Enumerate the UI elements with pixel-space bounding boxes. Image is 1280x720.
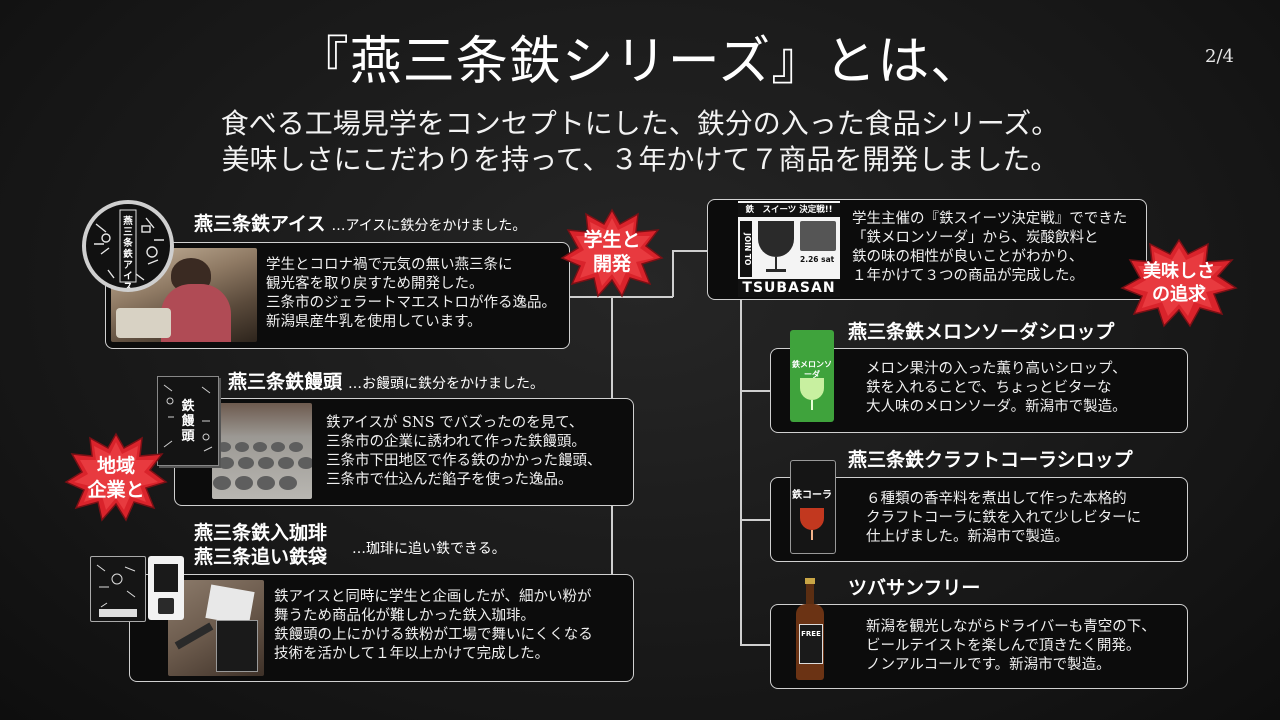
manju-pattern-icon [163,384,213,452]
manju-rows-icon [213,442,312,490]
beer-bottle: FREE [794,578,826,680]
melon-title: 燕三条鉄メロンソーダシロップ [848,321,1115,343]
ice-pattern-icon [94,209,164,283]
badge-local-company-line2: 企業と [87,479,145,501]
page-number: 2/4 [1205,46,1234,67]
ice-title: 燕三条鉄アイス …アイスに鉄分をかけました。 [194,212,526,238]
beer-info-box [770,604,1188,689]
cola-package: 鉄コーラ [786,460,838,554]
connector-center-h2 [672,250,708,252]
contest-poster-top: 鉄 スイーツ 決定戦!! [738,203,840,217]
subtitle-line-2: 美味しさにこだわりを持って、３年かけて７商品を開発しました。 [221,143,1059,176]
badge-student-dev-line2: 開発 [592,253,631,275]
melon-description: メロン果汁の入った薫り高いシロップ、 鉄を入れることで、ちょっとビターな 大人味… [866,361,1127,415]
manju-description: 鉄アイスが SNS でバズったのを見て、 三条市の企業に誘われて作った鉄饅頭。 … [326,415,602,488]
page-title: 『燕三条鉄シリーズ』とは、 [296,32,984,92]
contest-poster-bottom: TSUBASAN [738,279,840,297]
badge-student-dev-line1: 学生と [583,229,641,251]
burst-shape-icon [560,208,664,298]
connector-center-vertical [672,250,674,297]
badge-local-company: 地域 企業と [64,432,168,522]
ice-name: 燕三条鉄アイス [194,213,326,235]
badge-taste-pursuit: 美味しさ の追求 [1120,238,1238,328]
contest-poster-side: JOIN TO [740,221,752,277]
contest-glass-icon [758,221,794,257]
burst-shape-icon [64,432,168,522]
ice-package: 燕三条鉄アイス [82,200,174,292]
beer-description: 新潟を観光しながらドライバーも青空の下、 ビールテイストを楽しんで頂きたく開発。… [866,619,1156,673]
coffee-photo [168,580,264,676]
melon-package-label: 鉄メロンソーダ [792,360,832,379]
connector-beer [740,644,770,646]
coffee-name-line1: 燕三条鉄入珈琲 [194,522,328,544]
connector-center-h1 [611,296,673,298]
badge-taste-pursuit-line2: の追求 [1152,284,1206,305]
badge-taste-pursuit-line1: 美味しさ [1143,261,1215,282]
cola-package-label: 鉄コーラ [792,490,832,501]
manju-title: 燕三条鉄饅頭 …お饅頭に鉄分をかけました。 [228,370,544,396]
connector-melon [740,390,770,392]
cola-title: 燕三条鉄クラフトコーラシロップ [848,449,1133,471]
ice-tagline: …アイスに鉄分をかけました。 [331,218,527,234]
ice-description: 学生とコロナ禍で元気の無い燕三条に 観光客を取り戻すため開発した。 三条市のジェ… [266,257,556,330]
manju-package-label: 鉄饅頭 [181,399,195,444]
melon-package: 鉄メロンソーダ [786,330,838,422]
beer-label-text: FREE [801,630,821,638]
contest-poster-date: 2.26 sat [800,255,835,264]
coffee-bag-pattern-icon [96,564,137,617]
connector-cola [740,519,770,521]
coffee-description: 鉄アイスと同時に学生と企画したが、細かい粉が 舞うため商品化が難しかった鉄入珈琲… [274,589,593,662]
melon-info-box [770,348,1188,433]
manju-name: 燕三条鉄饅頭 [228,371,343,393]
manju-tagline: …お饅頭に鉄分をかけました。 [348,376,545,392]
manju-photo [212,403,312,499]
badge-student-dev: 学生と 開発 [560,208,664,298]
burst-shape-icon [1120,238,1238,328]
coffee-tagline: …珈琲に追い鉄できる。 [352,541,506,557]
badge-local-company-line1: 地域 [96,455,135,477]
cola-info-box [770,477,1188,562]
coffee-title: 燕三条鉄入珈琲 燕三条追い鉄袋 [194,521,327,569]
manju-package: 鉄饅頭 [157,376,219,466]
connector-right-vertical [740,300,742,644]
subtitle-line-1: 食べる工場見学をコンセプトにした、鉄分の入った食品シリーズ。 [220,107,1060,140]
cola-description: ６種類の香辛料を煮出して作った本格的 クラフトコーラに鉄を入れて少しビターに 仕… [866,491,1142,545]
contest-poster: 鉄 スイーツ 決定戦!! JOIN TO 2.26 sat TSUBASAN [738,201,840,297]
coffee-name-line2: 燕三条追い鉄袋 [194,546,328,568]
beer-title: ツバサンフリー [848,577,981,599]
connector-ice-right [570,296,612,298]
coffee-package-pouch [148,556,184,620]
ice-package-label: 燕三条鉄アイス [123,216,133,292]
coffee-package-bag [90,556,146,622]
contest-description: 学生主催の『鉄スイーツ決定戦』でできた 「鉄メロンソーダ」から、炭酸飲料と 鉄の… [852,211,1128,284]
